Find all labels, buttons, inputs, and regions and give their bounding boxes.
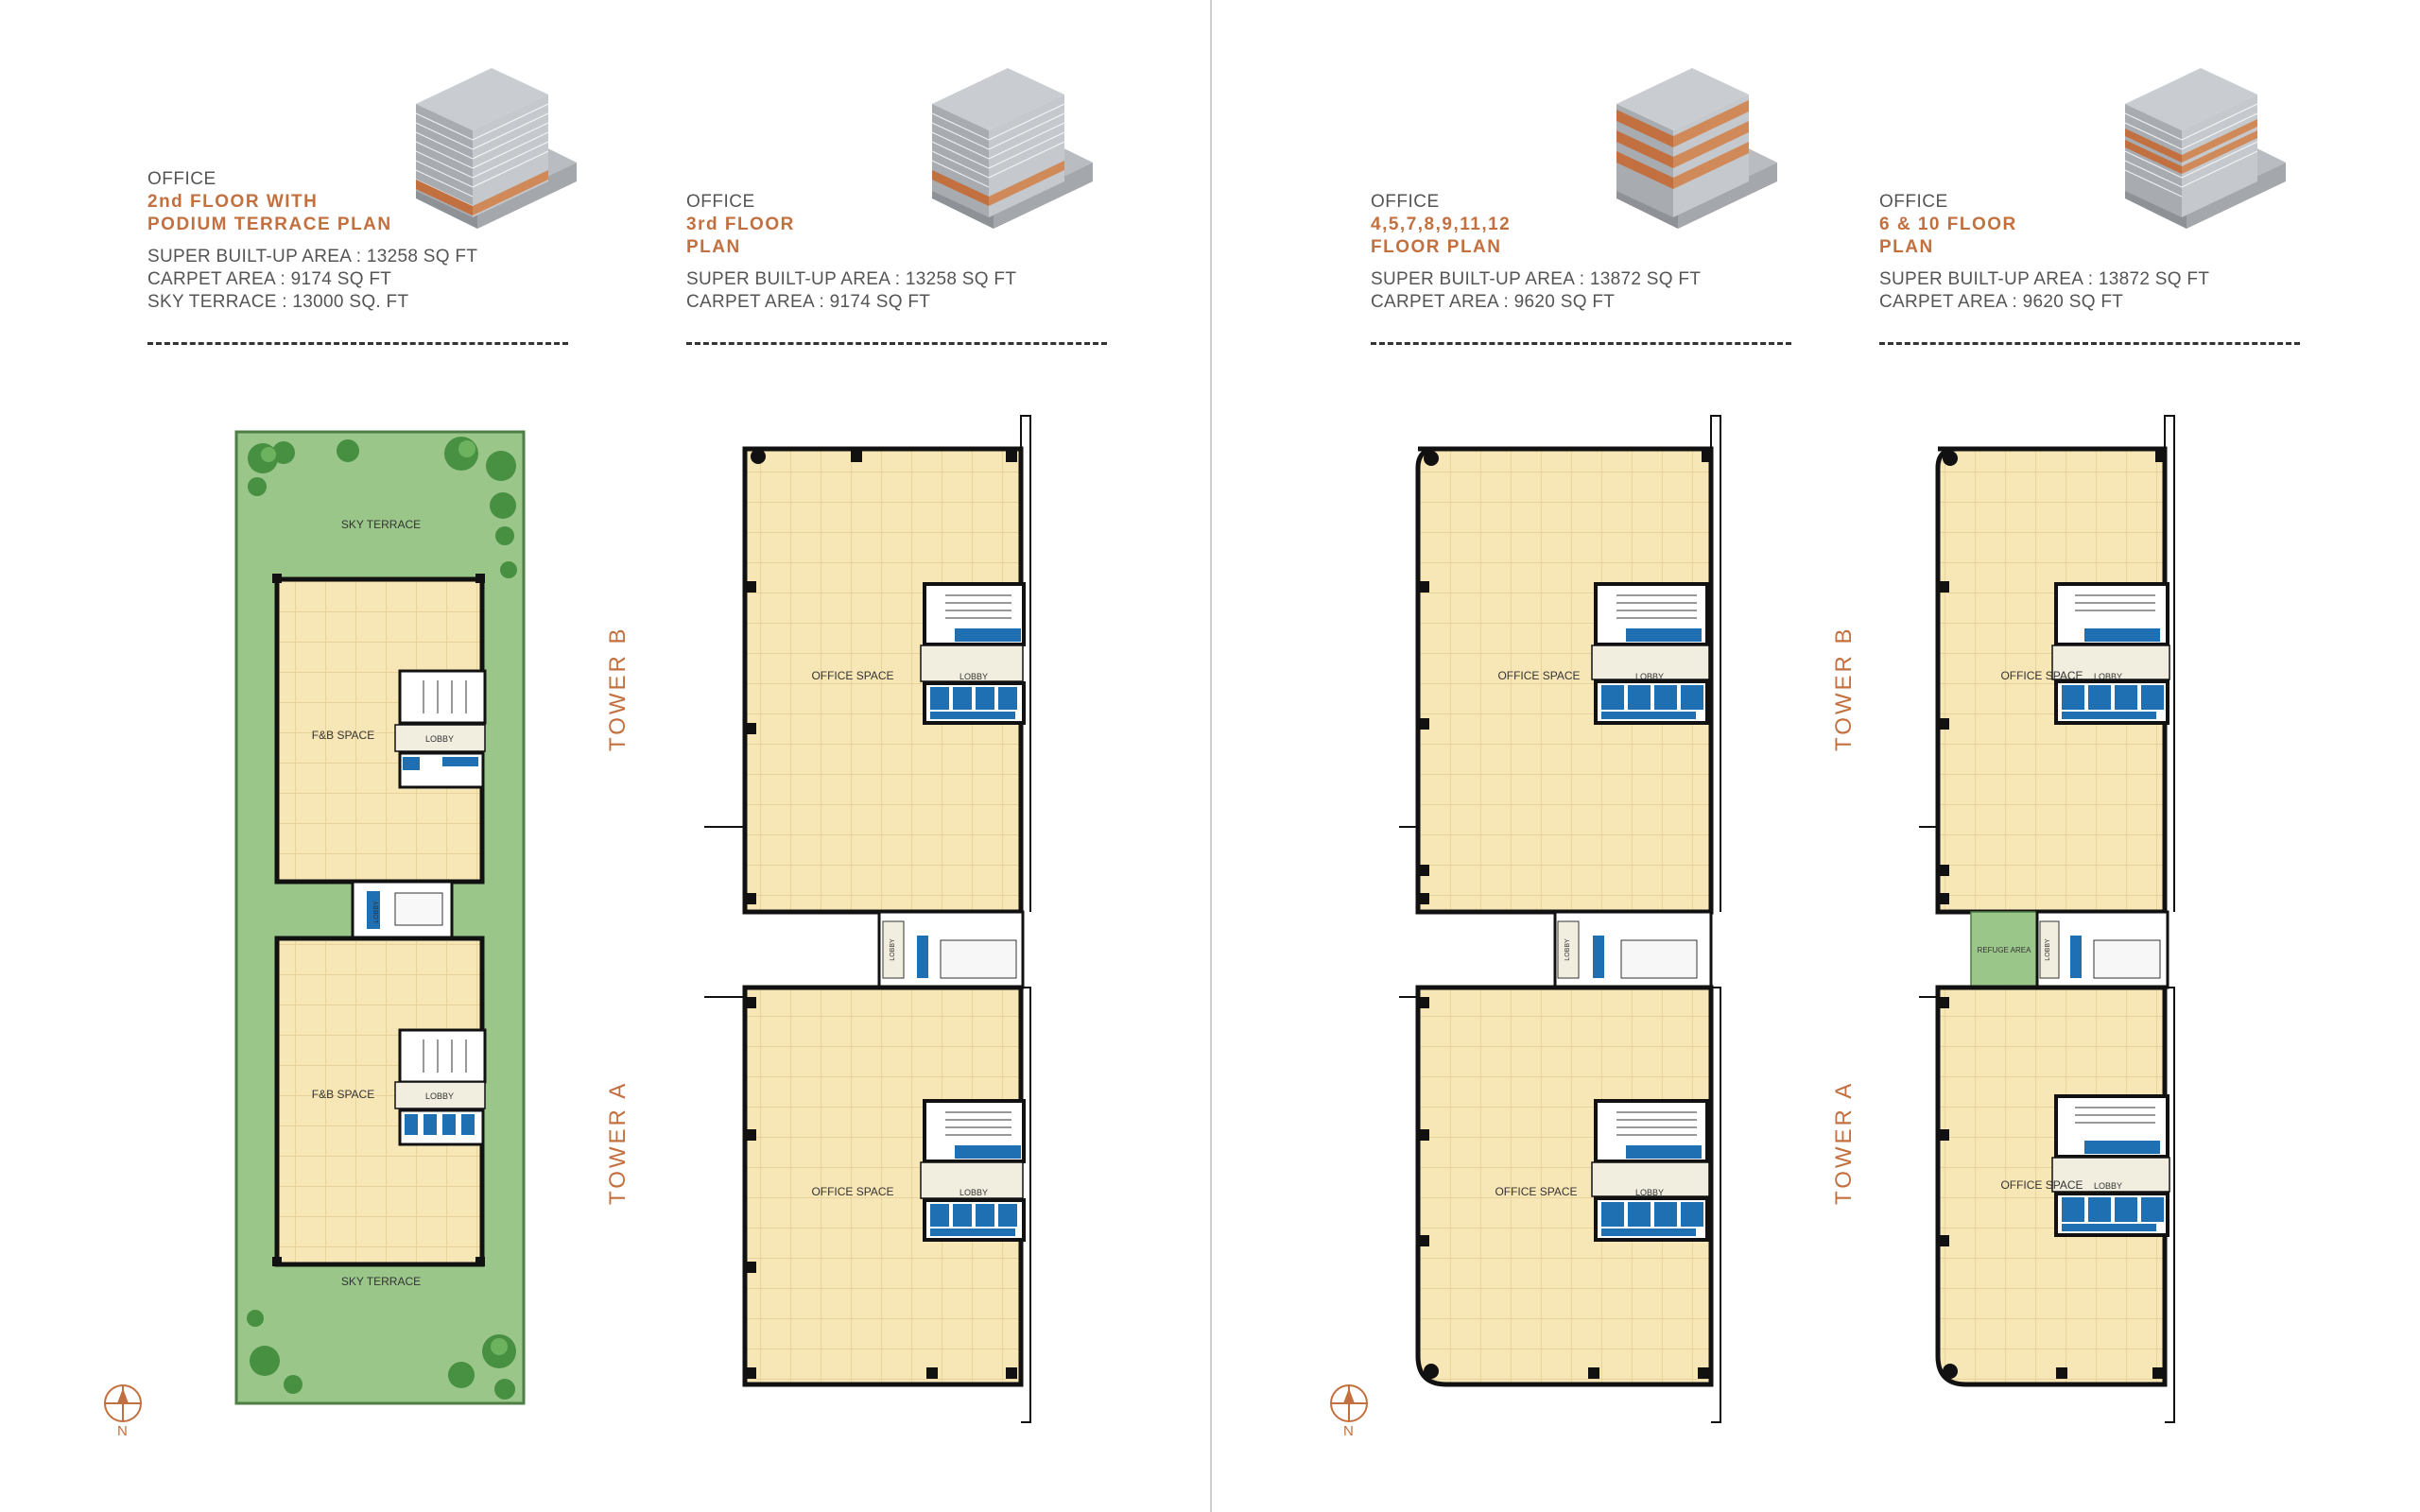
plan-header-refuge-floor: OFFICE 6 & 10 FLOOR PLAN SUPER BUILT-UP … [1879,191,2314,314]
room-label: OFFICE SPACE [1497,669,1580,682]
room-label: LOBBY [425,1091,454,1101]
room-label: SKY TERRACE [341,518,421,531]
room-label: LOBBY [890,938,896,961]
room-label: OFFICE SPACE [811,1185,893,1198]
spec-carpet: CARPET AREA : 9620 SQ FT [1371,292,1616,312]
header-divider [1371,342,1791,345]
room-label: SKY TERRACE [341,1275,421,1288]
floor-plan-3rd-floor: OFFICE SPACE LOBBY OFFICE SPACE LOBBY LO… [704,415,1031,1423]
spec-carpet: CARPET AREA : 9174 SQ FT [686,292,931,312]
room-label: LOBBY [1564,938,1571,961]
room-label: LOBBY [2094,1181,2122,1191]
spec-super-builtup: SUPER BUILT-UP AREA : 13872 SQ FT [1879,269,2210,289]
spec-sky-terrace: SKY TERRACE : 13000 SQ. FT [147,292,409,312]
plan-header-2nd-floor: OFFICE 2nd FLOOR WITH PODIUM TERRACE PLA… [147,168,582,314]
north-compass-icon [104,1384,142,1422]
spec-carpet: CARPET AREA : 9620 SQ FT [1879,292,2124,312]
plan-category: OFFICE [1879,192,1948,212]
room-label: LOBBY [959,672,988,681]
tower-label: TOWER B [1831,626,1857,751]
tower-label: TOWER A [605,1080,631,1205]
plan-title-line: PODIUM TERRACE PLAN [147,215,392,234]
isometric-building-icon [1616,68,1777,229]
plan-title-line: PLAN [686,237,741,257]
floor-plan-typical-floors: OFFICE SPACE LOBBY OFFICE SPACE LOBBY LO… [1399,415,1721,1423]
isometric-building-icon [2125,68,2286,229]
north-compass-icon [1330,1384,1368,1422]
room-label: F&B SPACE [312,1088,374,1101]
plan-title-line: 6 & 10 FLOOR [1879,215,2017,234]
spec-super-builtup: SUPER BUILT-UP AREA : 13258 SQ FT [147,247,478,266]
plan-title-line: 3rd FLOOR [686,215,795,234]
room-label: OFFICE SPACE [1495,1185,1577,1198]
room-label: LOBBY [373,901,380,923]
header-divider [686,342,1107,345]
plan-category: OFFICE [1371,192,1440,212]
spec-super-builtup: SUPER BUILT-UP AREA : 13872 SQ FT [1371,269,1702,289]
room-label: F&B SPACE [312,729,374,742]
room-label: LOBBY [959,1188,988,1197]
page-spine [1210,0,1212,1512]
tower-label: TOWER B [605,626,631,751]
plan-header-typical-floor: OFFICE 4,5,7,8,9,11,12 FLOOR PLAN SUPER … [1371,191,1806,314]
compass-north-label: N [117,1423,128,1439]
room-label: LOBBY [2045,938,2051,961]
room-label: LOBBY [425,734,454,744]
room-label: OFFICE SPACE [811,669,893,682]
spec-super-builtup: SUPER BUILT-UP AREA : 13258 SQ FT [686,269,1017,289]
plan-title-line: FLOOR PLAN [1371,237,1502,257]
plan-category: OFFICE [147,169,216,189]
room-label: REFUGE AREA [1978,946,2032,954]
isometric-building-icon [416,68,577,229]
compass-north-label: N [1343,1423,1354,1439]
plan-title-line: 4,5,7,8,9,11,12 [1371,215,1512,234]
spec-carpet: CARPET AREA : 9174 SQ FT [147,269,392,289]
plan-header-3rd-floor: OFFICE 3rd FLOOR PLAN SUPER BUILT-UP ARE… [686,191,1121,314]
floor-plan-refuge-floors: OFFICE SPACE LOBBY REFUGE AREA OFFICE SP… [1919,415,2175,1423]
header-divider [1879,342,2300,345]
room-label: OFFICE SPACE [2000,669,2083,682]
plan-title-line: 2nd FLOOR WITH [147,192,319,212]
plan-category: OFFICE [686,192,755,212]
room-label: LOBBY [1635,672,1664,681]
floor-plan-2nd-floor: SKY TERRACE F&B SPACE LOBBY F&B SPACE LO… [234,430,526,1405]
room-label: OFFICE SPACE [2000,1178,2083,1192]
isometric-building-icon [932,68,1093,229]
tower-label: TOWER A [1831,1080,1857,1205]
plan-title-line: PLAN [1879,237,1934,257]
room-label: LOBBY [1635,1188,1664,1197]
header-divider [147,342,568,345]
room-label: LOBBY [2094,672,2122,681]
